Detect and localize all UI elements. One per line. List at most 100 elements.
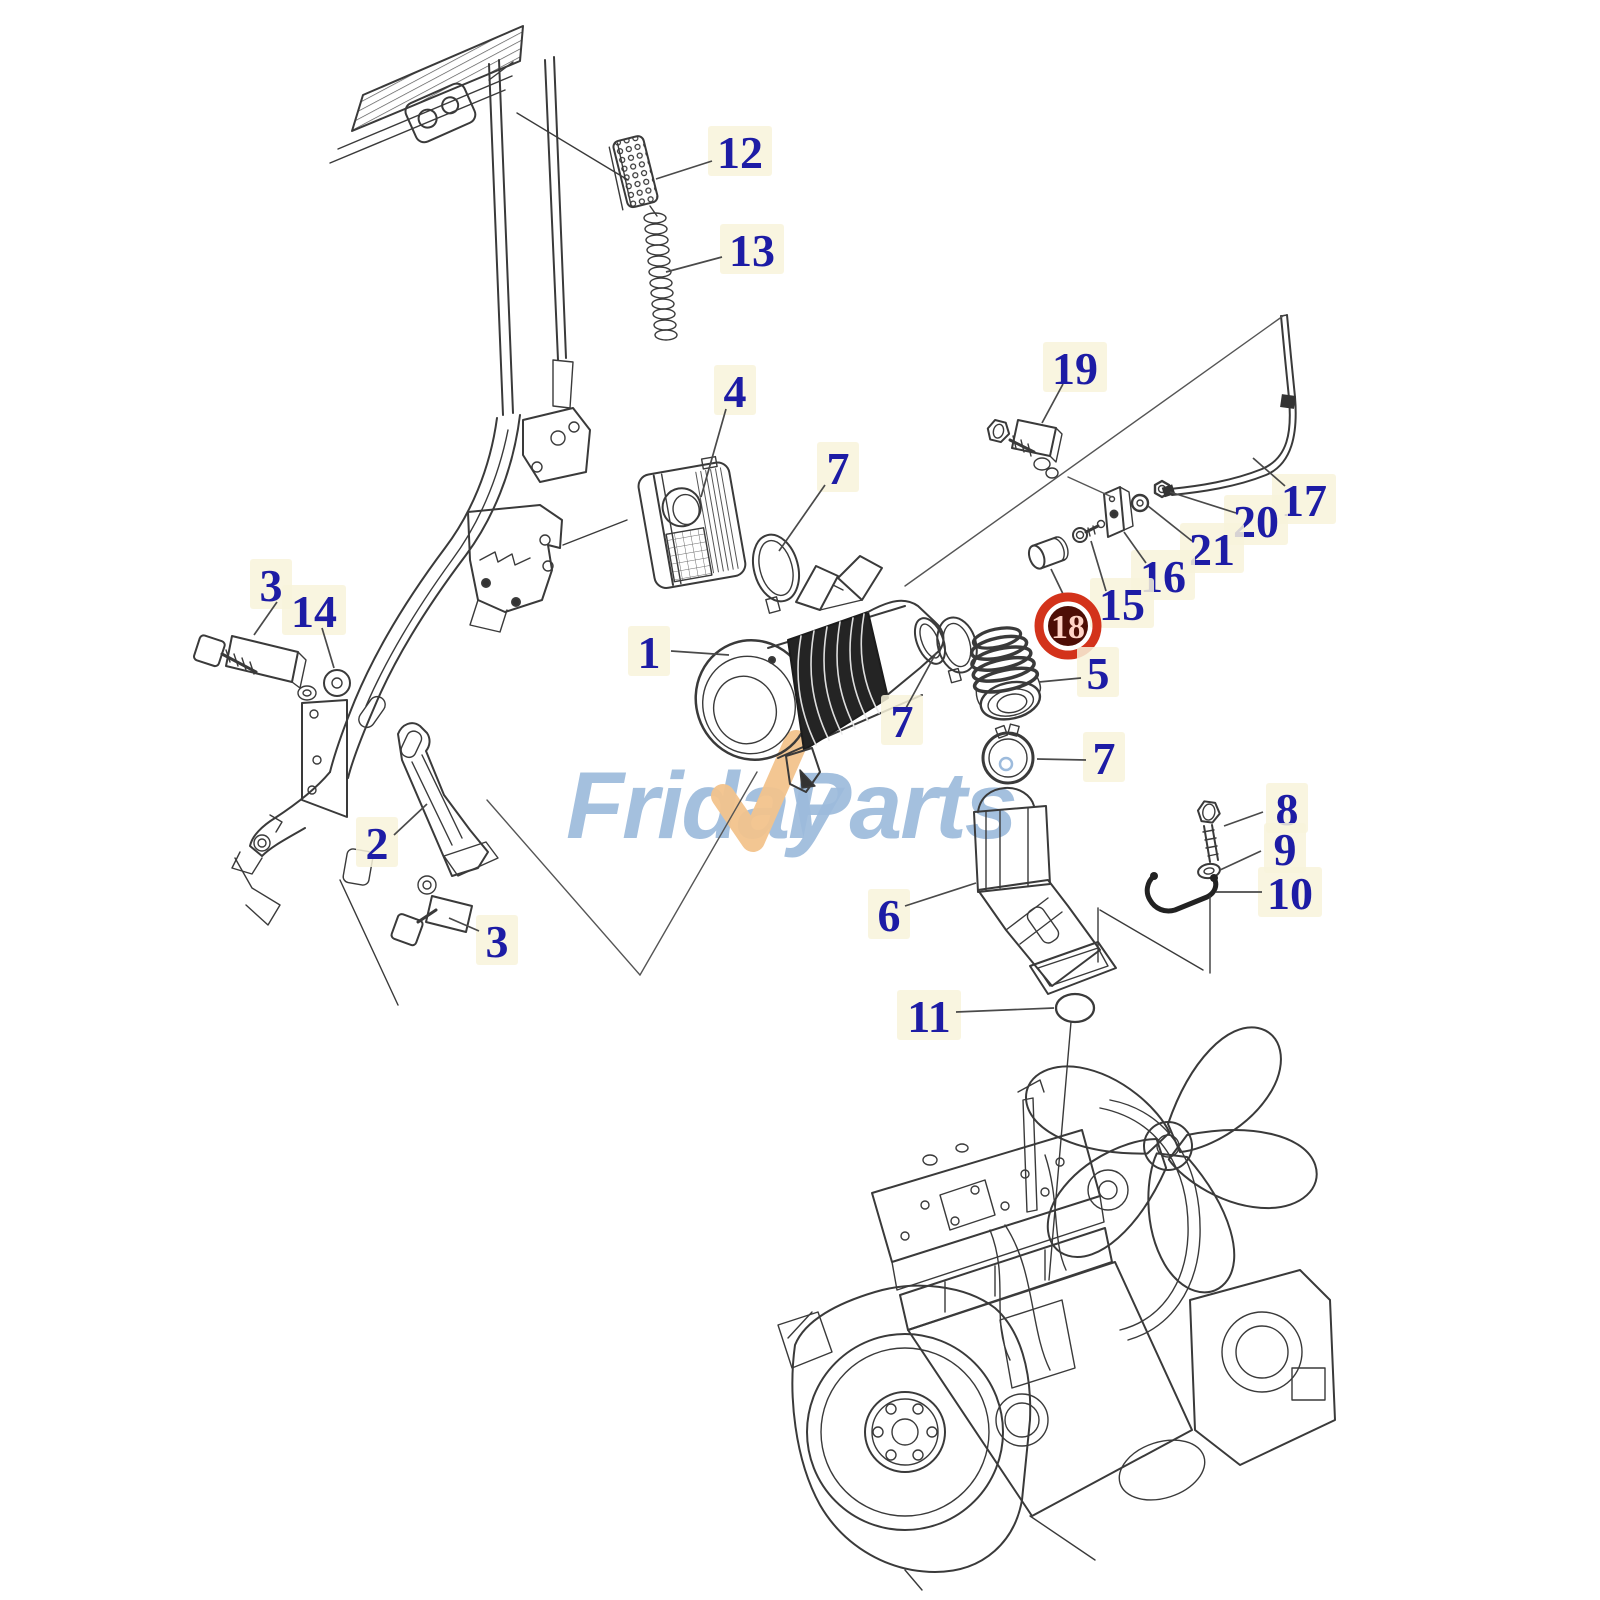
callout-leader-line <box>1147 505 1193 542</box>
part-8-bolt-drawing <box>1196 800 1221 863</box>
line-art-layer <box>193 25 1336 1591</box>
callout-number-2: 2 <box>366 818 389 869</box>
part-7-clamp-c-drawing <box>981 723 1035 785</box>
part-14-washer-drawing <box>323 669 351 697</box>
part-16-plate-drawing <box>1103 486 1134 538</box>
callout-leader-line <box>1050 568 1065 597</box>
callout-badge <box>250 559 292 609</box>
callout-badge <box>282 585 346 635</box>
callout-leader-line <box>778 484 826 552</box>
callout-number-12: 12 <box>717 127 763 178</box>
callout-number-8: 8 <box>1276 784 1299 835</box>
callout-leader-line <box>955 1007 1055 1013</box>
callout-7-3: 7 <box>778 442 859 552</box>
callout-leader-line <box>1169 491 1237 514</box>
part-11-cap-drawing <box>1048 992 1096 1281</box>
callout-7-13: 7 <box>881 652 937 747</box>
callout-leader-line <box>700 408 727 498</box>
callout-number-14: 14 <box>291 586 337 637</box>
callout-badge <box>720 224 784 274</box>
callout-badge <box>1077 647 1119 697</box>
frame-structure-drawing <box>231 25 629 1006</box>
callout-number-7: 7 <box>891 696 914 747</box>
callout-21-7: 21 <box>1147 505 1244 575</box>
callout-3-15: 3 <box>250 559 292 636</box>
callout-leader-line <box>1223 811 1264 827</box>
callout-leader-line <box>1252 457 1286 487</box>
part-5-hose-drawing <box>969 626 1042 721</box>
callout-number-7: 7 <box>1093 733 1116 784</box>
callout-number-15: 15 <box>1099 579 1145 630</box>
callout-number-13: 13 <box>729 225 775 276</box>
part-18-clamp-drawing <box>1027 536 1069 570</box>
callout-10-21: 10 <box>1216 867 1322 919</box>
callout-badge <box>1043 342 1107 392</box>
callout-9-20: 9 <box>1219 823 1306 875</box>
callout-number-21: 21 <box>1189 524 1235 575</box>
watermark-check-icon <box>711 730 808 852</box>
part-2-bracket-drawing <box>397 722 499 877</box>
callout-number-5: 5 <box>1087 648 1110 699</box>
callout-leader-line <box>904 882 977 907</box>
callout-leader-line <box>1036 758 1087 761</box>
callout-badge <box>1180 523 1244 573</box>
callout-13-1: 13 <box>665 224 784 276</box>
part-3-upper-bolt-drawing <box>193 634 317 701</box>
callout-6-22: 6 <box>868 882 977 941</box>
callout-badge <box>1083 732 1125 782</box>
callout-badge <box>897 990 961 1040</box>
part-19-bolt-block-drawing <box>986 419 1063 479</box>
callout-leader-line <box>253 601 278 636</box>
callout-1-11: 1 <box>628 626 730 678</box>
callout-number-18: 18 <box>1051 609 1085 646</box>
callout-number-11: 11 <box>907 991 950 1042</box>
callout-badge <box>1258 867 1322 917</box>
part-21-washer-drawing <box>1130 493 1150 513</box>
callout-leader-line <box>905 652 937 709</box>
callout-leader-line <box>665 256 723 273</box>
part-13-spring-drawing <box>643 205 678 341</box>
callout-8-19: 8 <box>1223 783 1308 835</box>
callout-badge <box>868 889 910 939</box>
part-6-duct-drawing <box>973 786 1117 995</box>
callout-badge <box>708 126 772 176</box>
callout-number-17: 17 <box>1281 475 1327 526</box>
callout-badge <box>628 626 670 676</box>
highlight-ring-icon <box>1034 592 1102 660</box>
callout-leader-line <box>670 650 730 656</box>
part-1-air-cleaner-drawing <box>694 555 947 793</box>
callout-leader-line <box>1090 540 1107 592</box>
callout-11-23: 11 <box>897 990 1055 1042</box>
watermark-registered-icon <box>998 756 1014 772</box>
part-15-bolt-drawing <box>1072 519 1106 543</box>
callout-leader-line <box>321 627 335 669</box>
watermark-text-right: Parts <box>788 753 1016 859</box>
callout-19-4: 19 <box>1041 342 1107 424</box>
callout-badge <box>476 915 518 965</box>
part-10-u-clamp-drawing <box>1144 872 1219 914</box>
callout-15-9: 15 <box>1090 540 1154 630</box>
callout-number-10: 10 <box>1267 868 1313 919</box>
callout-number-3: 3 <box>260 560 283 611</box>
callout-badge <box>714 365 756 415</box>
callout-number-9: 9 <box>1274 824 1297 875</box>
part-17-tube-drawing <box>1161 314 1297 498</box>
callout-number-6: 6 <box>878 890 901 941</box>
callout-3-18: 3 <box>448 915 518 967</box>
callout-12-0: 12 <box>655 126 772 180</box>
phantom-mount-lines <box>1097 895 1211 974</box>
callout-leader-line <box>1038 677 1082 683</box>
callout-leader-line <box>393 803 428 836</box>
callout-number-1: 1 <box>638 627 661 678</box>
callout-14-16: 14 <box>282 585 346 669</box>
callout-leader-line <box>1041 383 1064 424</box>
part-12-pad-drawing <box>608 135 659 211</box>
callout-4-2: 4 <box>700 365 756 498</box>
callout-2-17: 2 <box>356 803 428 869</box>
callout-5-12: 5 <box>1038 647 1119 699</box>
callout-badge <box>1264 823 1306 873</box>
callout-leader-line <box>1219 850 1262 871</box>
part-4-element-drawing <box>637 455 747 589</box>
